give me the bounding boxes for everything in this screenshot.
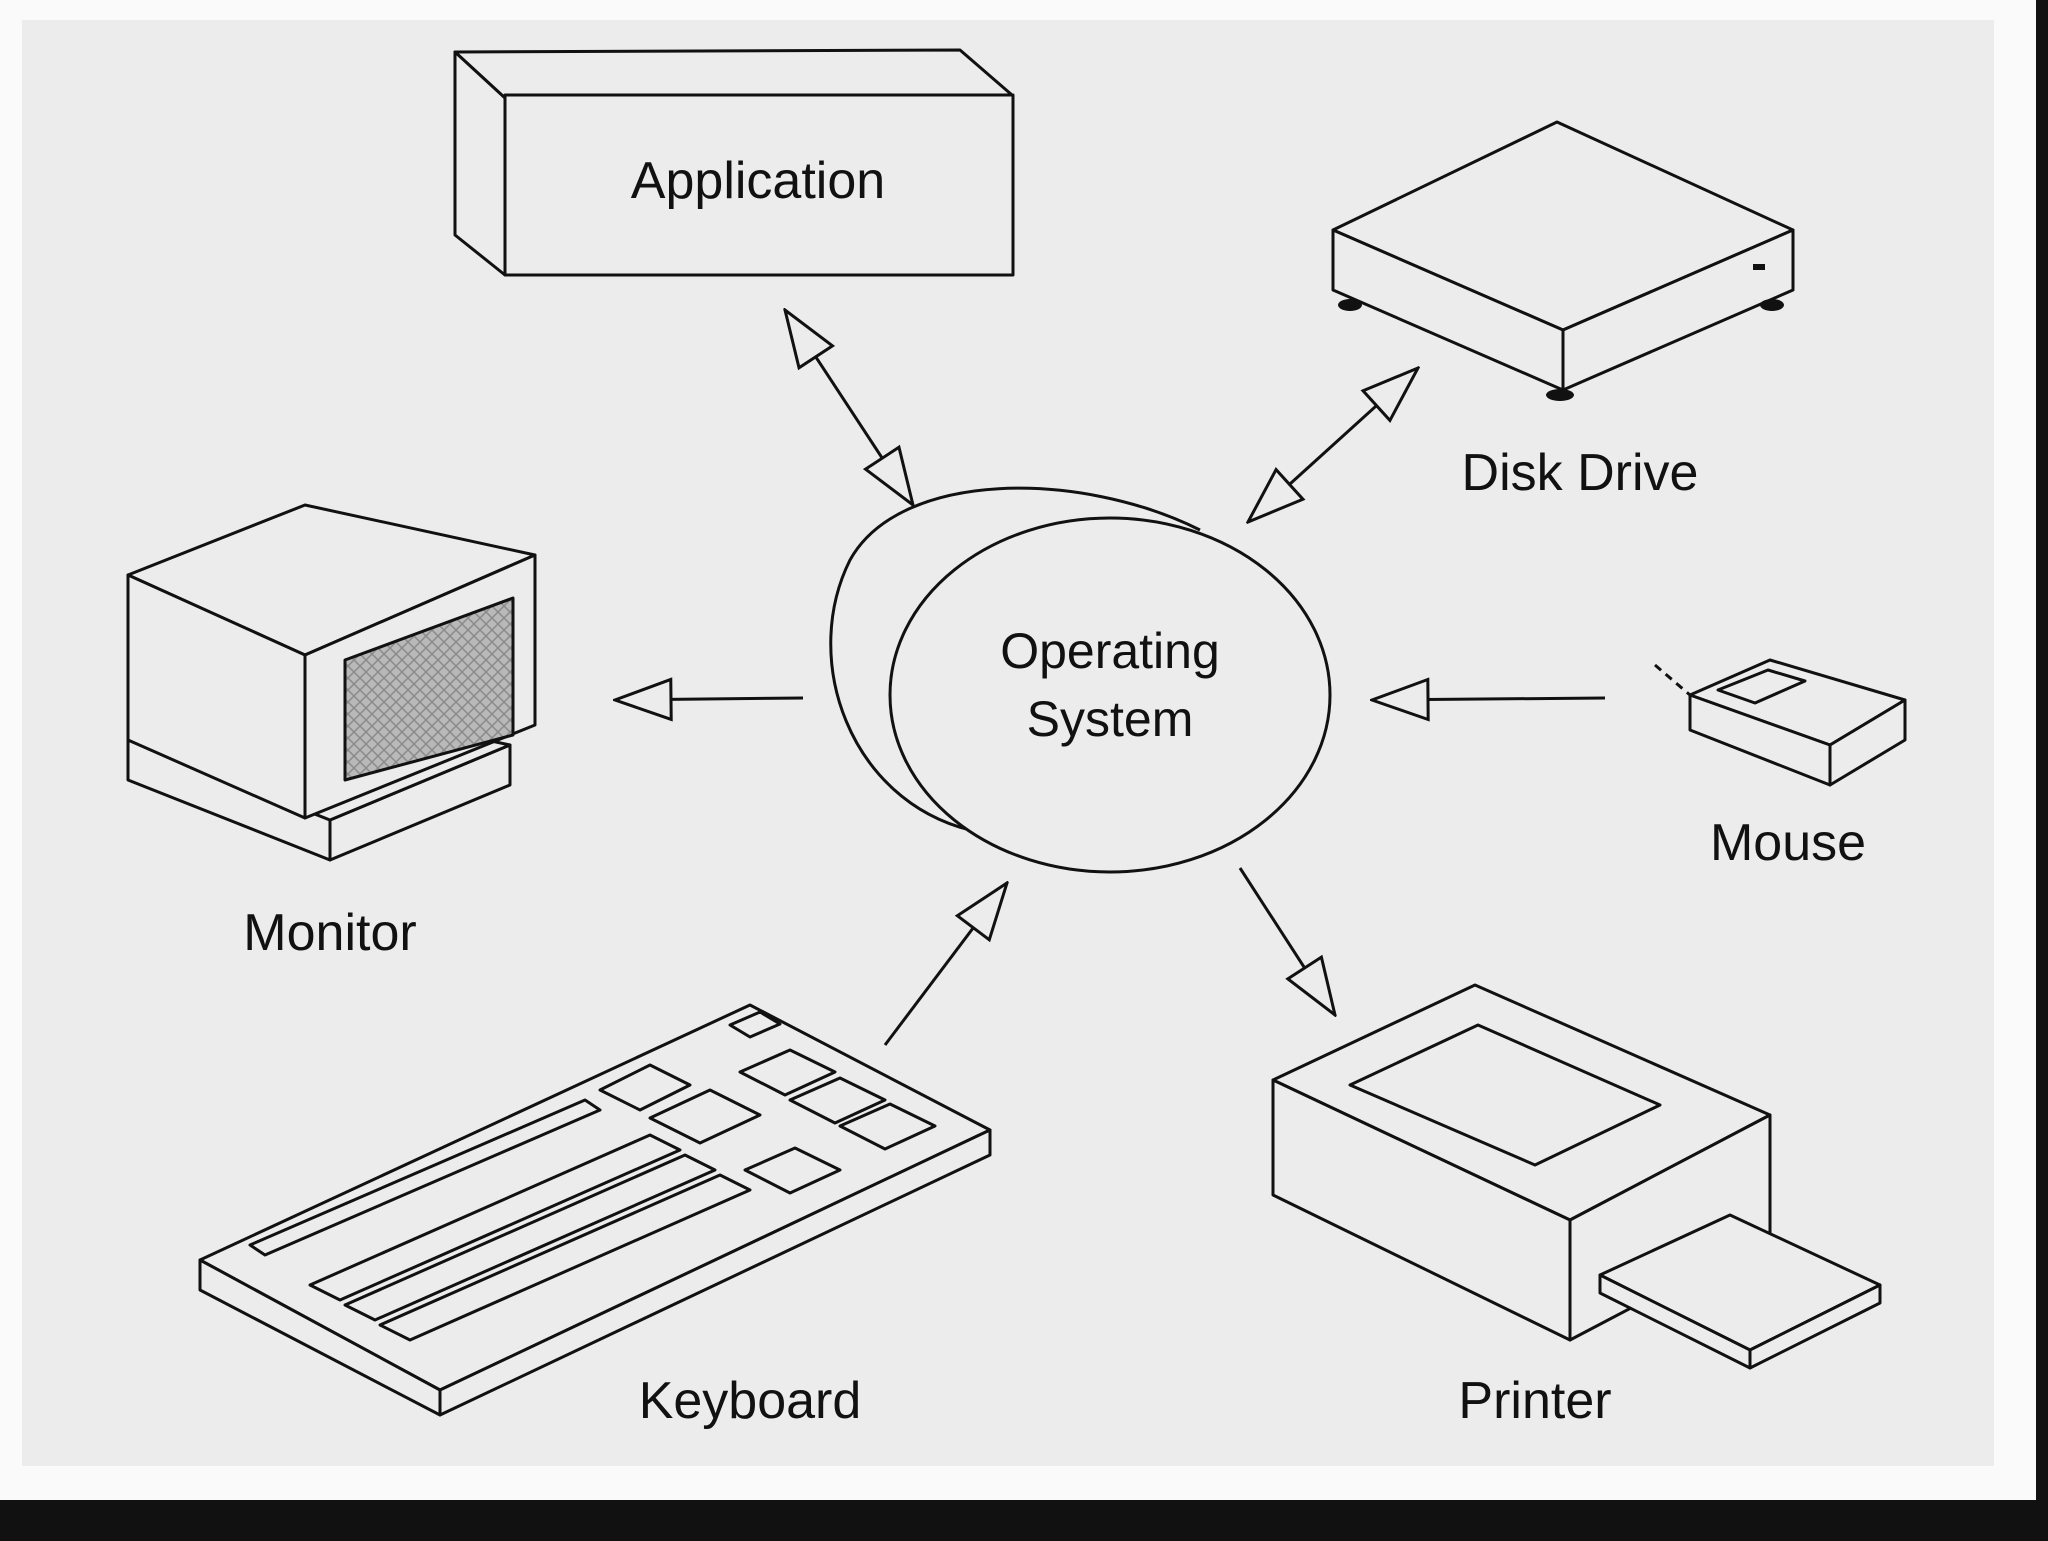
arrow-mouse-os: [1372, 698, 1606, 700]
printer-label: Printer: [1458, 1372, 1611, 1430]
arrow-application-os: [785, 310, 913, 505]
monitor-label: Monitor: [243, 904, 416, 962]
keyboard-label: Keyboard: [639, 1372, 862, 1430]
monitor-icon: [126, 503, 537, 862]
application-box-icon: [453, 48, 1015, 277]
operating-system-label-line1: Operating: [1000, 623, 1220, 679]
disk-drive-label: Disk Drive: [1462, 444, 1699, 502]
mouse-label: Mouse: [1710, 814, 1866, 872]
operating-system-node: [829, 486, 1332, 874]
right-band: [2036, 0, 2048, 1536]
printer-icon: [1271, 983, 1882, 1370]
bottom-band: [0, 1500, 2048, 1536]
keyboard-icon: [198, 1003, 992, 1417]
application-label: Application: [631, 152, 885, 210]
arrow-disk-drive-os: [1248, 368, 1418, 522]
operating-system-label-line2: System: [1027, 691, 1194, 747]
arrow-os-monitor: [615, 698, 804, 700]
arrow-keyboard-os: [883, 883, 1007, 1046]
arrow-os-printer: [1238, 867, 1335, 1015]
mouse-icon: [1654, 658, 1907, 787]
disk-drive-icon: [1331, 120, 1795, 401]
operating-system-circle: [888, 516, 1332, 874]
operating-system-back-disc: [829, 486, 1201, 832]
